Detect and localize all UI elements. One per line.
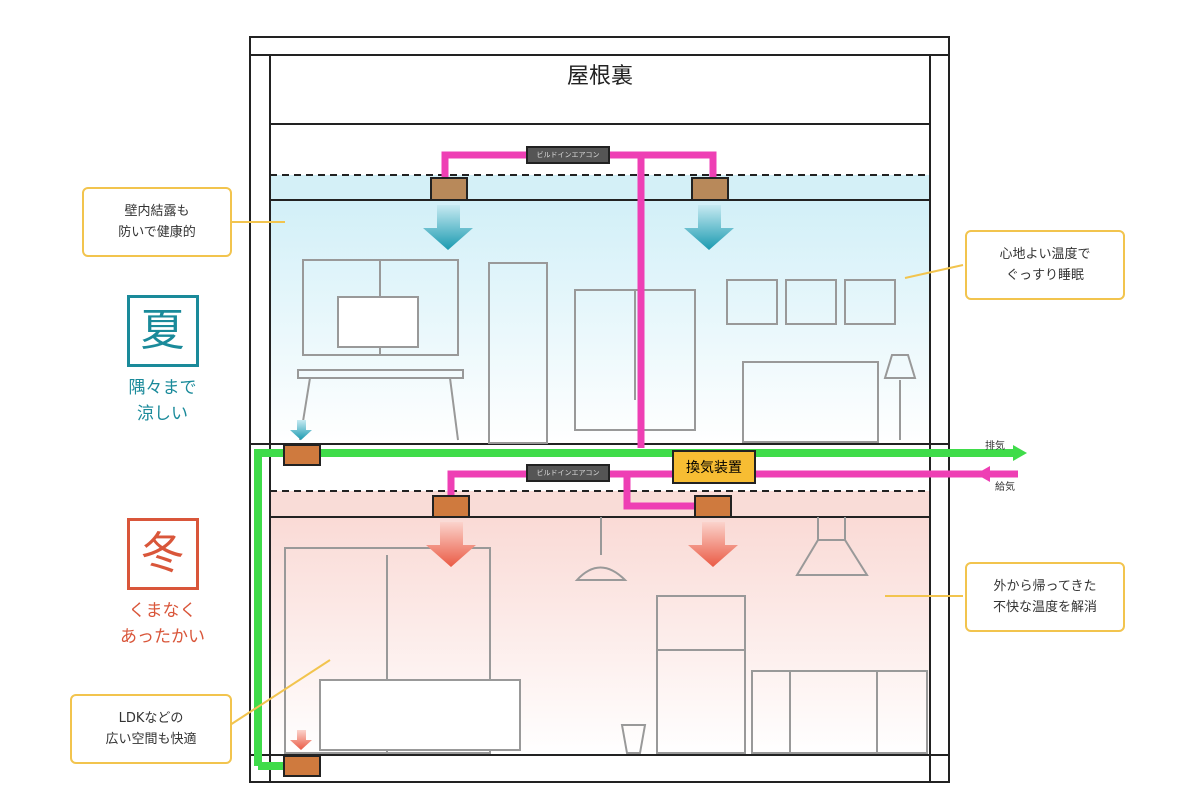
callout-text: 防いで健康的	[118, 225, 196, 240]
aircon-unit-lower: ビルドインエアコン	[526, 464, 610, 482]
summer-line1: 隅々まで	[128, 378, 197, 398]
winter-section: 冬 くまなく あったかい	[100, 518, 225, 650]
callout-condensation: 壁内結露も防いで健康的	[82, 187, 232, 257]
supply-duct	[447, 470, 1018, 497]
winter-line2: あったかい	[120, 627, 205, 647]
callout-text: 外から帰ってきた	[993, 579, 1097, 594]
callout-text: 壁内結露も	[124, 204, 190, 219]
ventilation-unit: 換気装置	[672, 450, 756, 484]
summer-kanji: 夏	[126, 295, 199, 367]
callout-ldk: LDKなどの広い空間も快適	[70, 694, 232, 764]
callout-return-home: 外から帰ってきた不快な温度を解消	[965, 562, 1125, 632]
summer-section: 夏 隅々まで 涼しい	[100, 295, 225, 427]
callout-text: 不快な温度を解消	[992, 600, 1097, 615]
aircon-unit-upper: ビルドインエアコン	[526, 146, 610, 164]
furniture	[284, 259, 928, 754]
callout-sleep: 心地よい温度でぐっすり睡眠	[965, 230, 1125, 300]
summer-line2: 涼しい	[137, 404, 188, 424]
callout-text: ぐっすり睡眠	[1005, 268, 1084, 283]
callout-text: 心地よい温度で	[999, 247, 1091, 262]
supply-label: 給気	[995, 482, 1015, 493]
winter-kanji: 冬	[126, 518, 199, 590]
callout-text: 広い空間も快適	[105, 732, 197, 747]
attic-label: 屋根裏	[566, 64, 633, 89]
exhaust-duct	[254, 449, 1018, 766]
callout-text: LDKなどの	[118, 711, 184, 726]
winter-line1: くまなく	[128, 601, 197, 621]
airflow-arrows	[290, 205, 738, 750]
exhaust-label: 排気	[985, 441, 1005, 452]
